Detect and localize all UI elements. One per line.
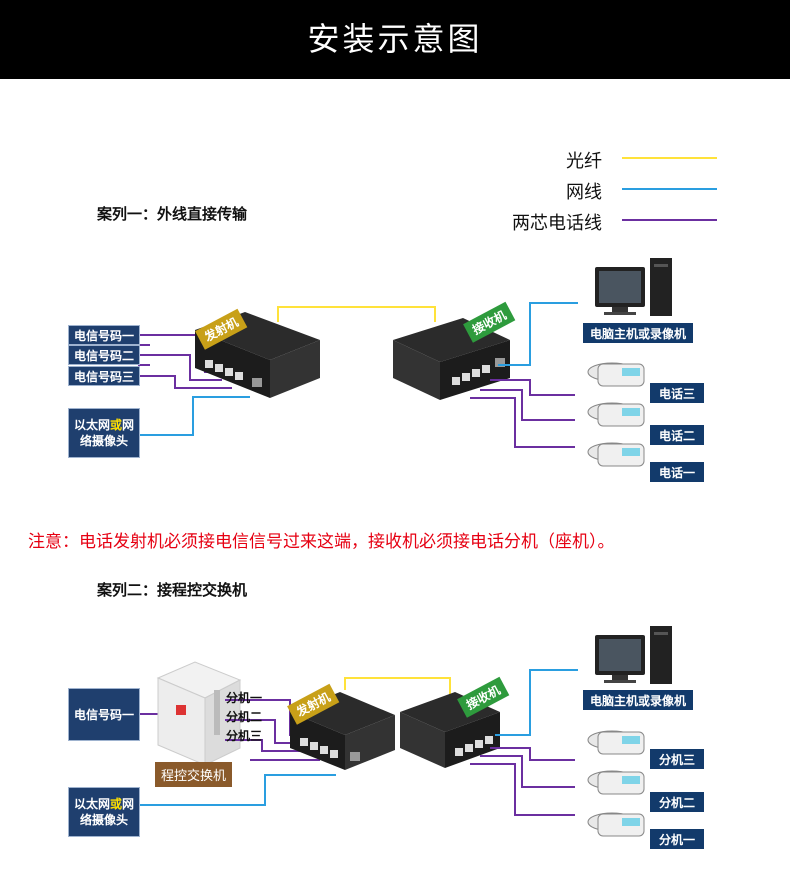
case2-title: 案列二：接程控交换机 <box>97 581 248 599</box>
case2-ethernet-label: 以太网或网 络摄像头 <box>68 787 140 837</box>
case1-output-line-3 <box>490 379 575 396</box>
case1-ethernet-label: 以太网或网 络摄像头 <box>68 408 140 458</box>
case1-fiber-line <box>277 306 436 322</box>
case2-phone-icon-1 <box>587 812 645 837</box>
case1-output-label-3: 电话三 <box>650 383 704 403</box>
case1-input-line-2 <box>140 354 222 381</box>
case1-phone-icon-3 <box>587 362 645 387</box>
warning-note: 注意：电话发射机必须接电信信号过来这端，接收机必须接电话分机（座机）。 <box>28 532 615 552</box>
legend-line-network <box>622 188 717 190</box>
page-header: 安装示意图 <box>0 0 790 79</box>
case1-computer-icon <box>595 258 672 316</box>
case2-ext-label-2: 分机二 <box>226 710 263 724</box>
case1-output-network-line <box>498 302 578 366</box>
case2-ext-line-3 <box>225 739 323 752</box>
page-title: 安装示意图 <box>307 20 483 58</box>
case1-output-line-1 <box>470 397 575 448</box>
case2-computer-label: 电脑主机或录像机 <box>583 690 693 710</box>
pbx-label: 程控交换机 <box>155 762 233 787</box>
case2-output-label-2: 分机二 <box>650 792 704 812</box>
case1-output-line-2 <box>480 389 575 421</box>
case1-output-label-2: 电话二 <box>650 425 704 445</box>
legend-line-fiber <box>622 157 717 159</box>
case1-output-label-1: 电话一 <box>650 462 704 482</box>
case1-computer-label: 电脑主机或录像机 <box>583 323 693 343</box>
case2-fiber-line <box>344 677 451 695</box>
case2-input-label: 电信号码一 <box>68 688 140 741</box>
case1-input-label-1: 电信号码一 <box>68 325 140 345</box>
pbx-device <box>156 661 242 766</box>
case2-output-line-3 <box>490 747 575 761</box>
case1-input-label-2: 电信号码二 <box>68 345 140 365</box>
case1-input-label-3: 电信号码三 <box>68 366 140 386</box>
case2-ext-label-1: 分机一 <box>226 691 263 705</box>
case2-computer-icon <box>595 626 672 684</box>
legend-label-fiber: 光纤 <box>566 151 602 172</box>
case2-output-label-3: 分机三 <box>650 749 704 769</box>
case1-ethernet-line <box>140 396 250 436</box>
case2-output-network-line <box>495 669 578 736</box>
case2-phone-icon-3 <box>587 730 645 755</box>
case1-phone-icon-2 <box>587 402 645 427</box>
case2-output-line-1 <box>470 763 575 816</box>
case2-phone-icon-2 <box>587 770 645 795</box>
case1-phone-icon-1 <box>587 442 645 467</box>
legend-label-network: 网线 <box>566 182 602 203</box>
case1-input-line-3 <box>140 375 232 389</box>
case2-ethernet-line <box>140 774 336 806</box>
legend-label-phone-line: 两芯电话线 <box>512 213 602 234</box>
case2-ext-label-3: 分机三 <box>226 729 263 743</box>
case1-title: 案列一：外线直接传输 <box>97 205 248 223</box>
case2-output-label-1: 分机一 <box>650 829 704 849</box>
legend-line-phone <box>622 219 717 221</box>
case2-output-line-2 <box>480 755 575 788</box>
